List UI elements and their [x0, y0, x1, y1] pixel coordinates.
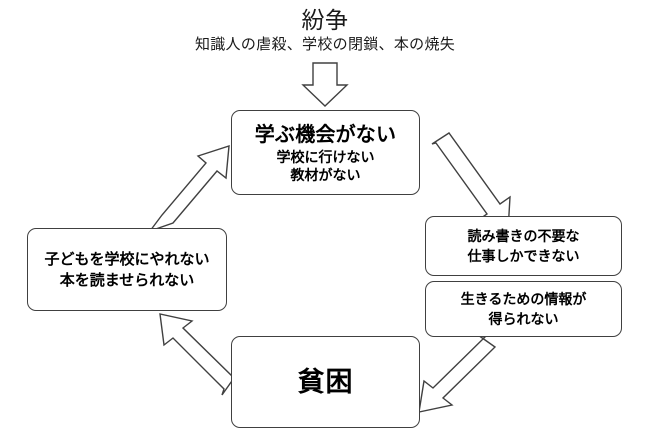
arrow-conflict-to-education	[301, 62, 349, 107]
node-parents-line2: 本を読ませられない	[59, 271, 195, 289]
node-poverty-headline: 貧困	[297, 367, 354, 397]
node-education[interactable]: 学ぶ機会がない 学校に行けない 教材がない	[231, 110, 420, 195]
node-education-line1: 学校に行けない	[276, 148, 375, 165]
arrow-parents-to-education	[148, 145, 230, 233]
diagram-header: 紛争 知識人の虐殺、学校の閉鎖、本の焼失	[0, 6, 650, 55]
node-education-line2: 教材がない	[290, 166, 361, 183]
node-jobs[interactable]: 読み書きの不要な 仕事しかできない	[425, 216, 622, 276]
arrow-information-to-poverty	[418, 334, 497, 413]
node-jobs-line2: 仕事しかできない	[467, 248, 580, 264]
node-parents-line1: 子どもを学校にやれない	[44, 250, 210, 268]
node-information[interactable]: 生きるための情報が 得られない	[425, 281, 622, 337]
node-education-headline: 学ぶ機会がない	[254, 123, 397, 146]
node-jobs-line1: 読み書きの不要な	[467, 228, 580, 244]
node-parents[interactable]: 子どもを学校にやれない 本を読ませられない	[27, 228, 227, 311]
node-information-line1: 生きるための情報が	[460, 291, 587, 307]
page-subtitle: 知識人の虐殺、学校の閉鎖、本の焼失	[194, 36, 456, 53]
node-information-line2: 得られない	[488, 311, 559, 327]
page-title: 紛争	[301, 7, 349, 33]
arrow-poverty-to-parents	[159, 313, 235, 396]
node-poverty[interactable]: 貧困	[231, 336, 420, 428]
